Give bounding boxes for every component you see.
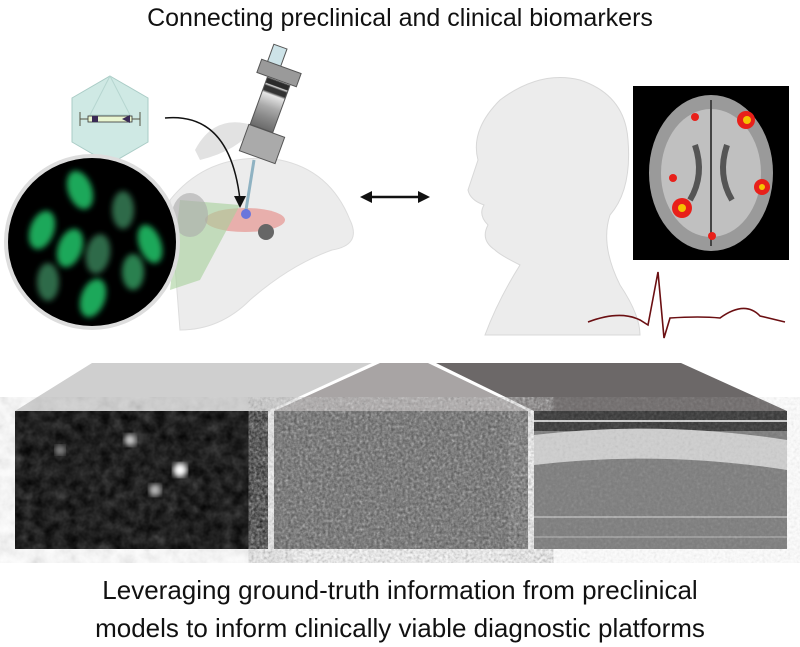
projection-left [15, 363, 372, 411]
mouse-illustration [169, 122, 354, 331]
caption-line-2: models to inform clinically viable diagn… [95, 613, 705, 643]
ecg-trace [587, 271, 786, 339]
injection-arrow-icon [164, 116, 241, 201]
two-photon-image-panel [15, 411, 268, 549]
confocal-image-panel [274, 411, 528, 549]
projection-middle [274, 363, 528, 411]
projection-right [436, 363, 787, 411]
figure-caption: Leveraging ground-truth information from… [0, 571, 800, 647]
figure-title: Connecting preclinical and clinical biom… [147, 4, 653, 32]
viral-vector-icon [71, 75, 149, 165]
oct-image-panel [534, 411, 787, 549]
brain-mri-panel [633, 86, 789, 260]
caption-line-1: Leveraging ground-truth information from… [102, 575, 698, 605]
bidirectional-arrow-icon [360, 191, 430, 203]
microscope-objective-icon [238, 43, 302, 219]
human-head-illustration [467, 77, 641, 336]
fluorescence-cells-inset [4, 154, 180, 330]
